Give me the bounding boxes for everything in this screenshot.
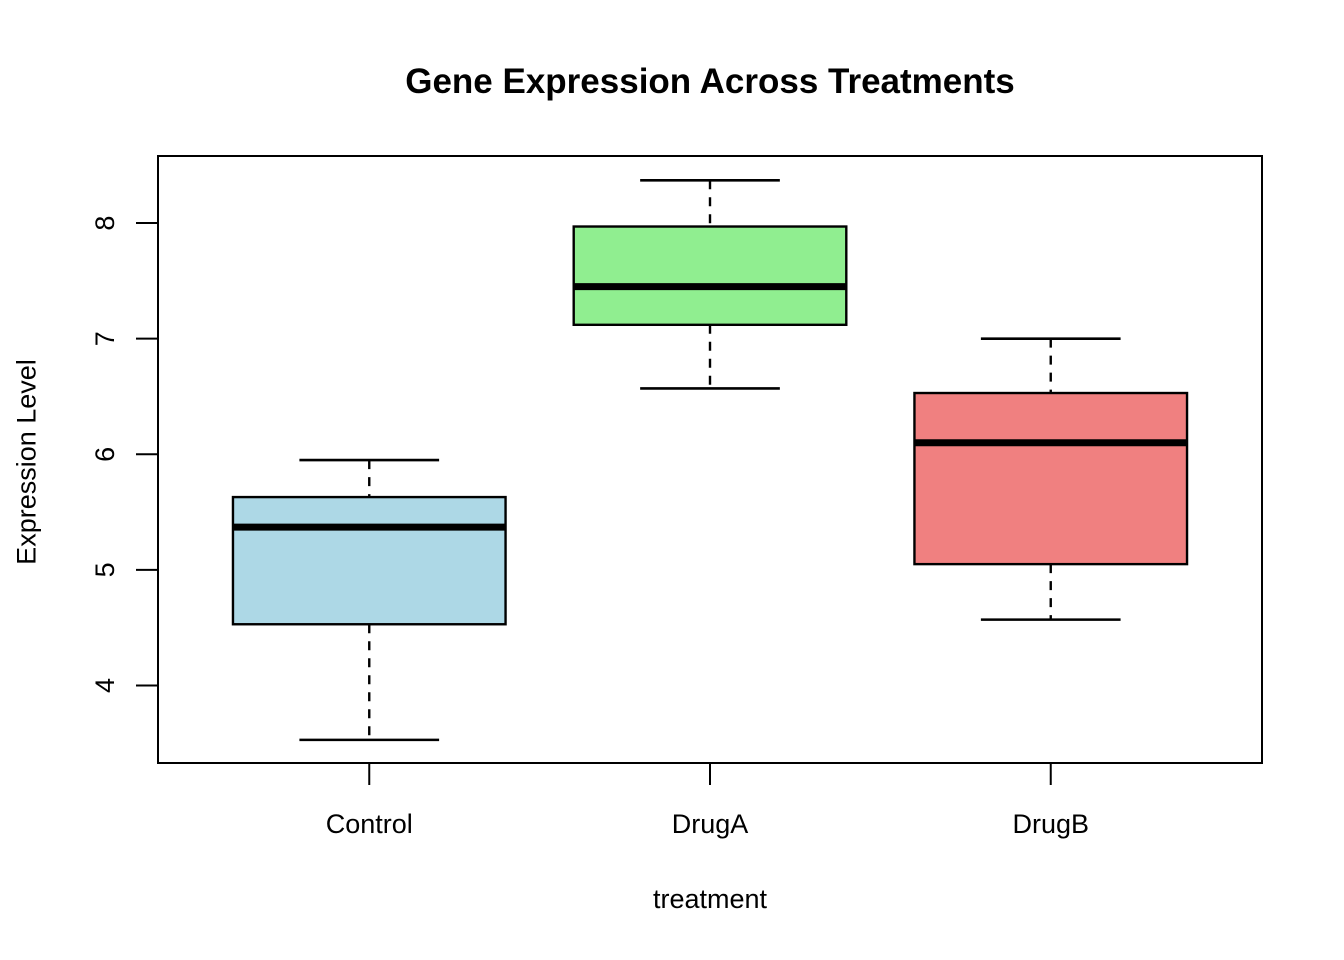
box-druga xyxy=(572,225,848,327)
x-tick-label-control: Control xyxy=(326,809,413,839)
x-axis-title: treatment xyxy=(652,884,768,914)
x-tick-label-druga: DrugA xyxy=(672,809,749,839)
chart-title: Gene Expression Across Treatments xyxy=(405,62,1015,101)
y-tick-label: 6 xyxy=(90,447,120,462)
y-tick-label: 5 xyxy=(90,562,120,577)
y-tick-label: 4 xyxy=(90,678,120,693)
x-tick-label-drugb: DrugB xyxy=(1012,809,1089,839)
y-tick-label: 7 xyxy=(90,331,120,346)
box-drugb xyxy=(913,391,1189,566)
y-tick-label: 8 xyxy=(90,216,120,231)
box-control xyxy=(231,495,507,626)
